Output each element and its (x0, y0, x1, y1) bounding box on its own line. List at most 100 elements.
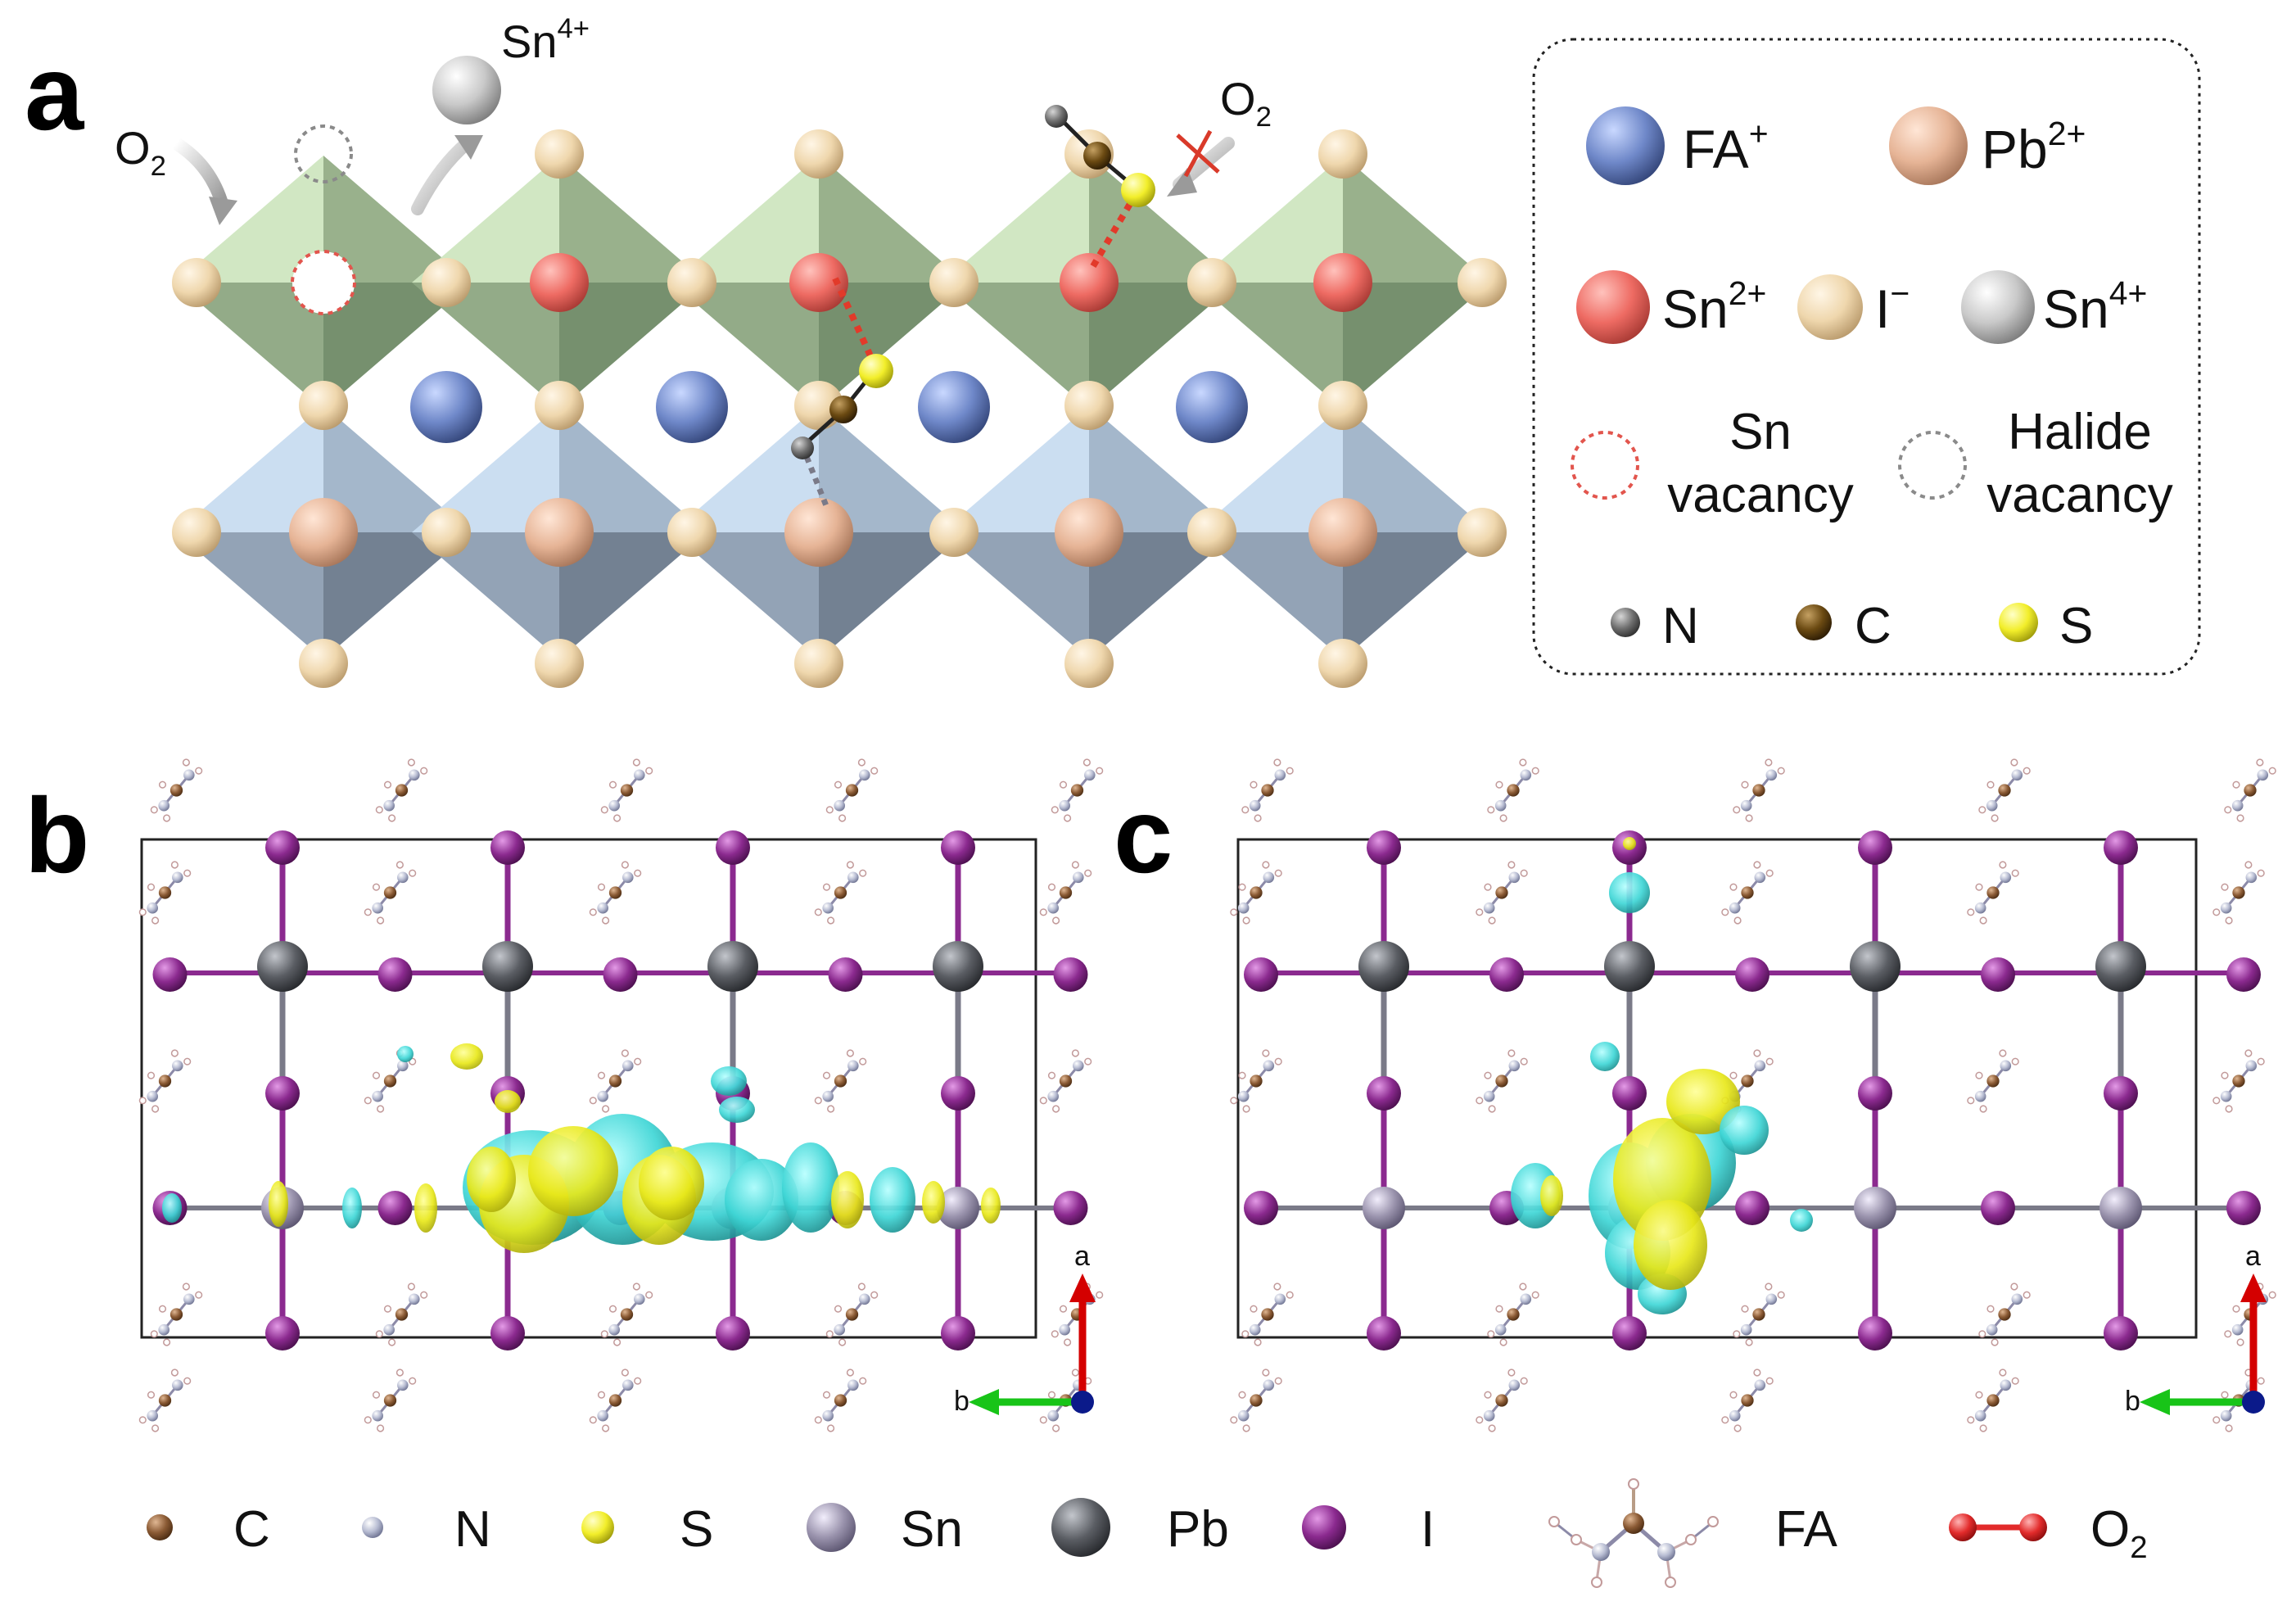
legend-iodide: I (1875, 278, 1890, 339)
sn2-ion-atom (789, 253, 848, 312)
hydrogen-atom (1999, 1049, 2007, 1057)
hydrogen-atom (1520, 1377, 1528, 1385)
hydrogen-atom (613, 814, 621, 822)
hydrogen-atom (2221, 1391, 2229, 1399)
fa-nitrogen-atom (2245, 1060, 2258, 1072)
isosurface-lobe-negative (725, 1159, 798, 1241)
isosurface-lobe-positive (495, 1090, 521, 1113)
fa-carbon-atom (834, 886, 847, 899)
octahedra-layer (176, 156, 1490, 659)
hydrogen-atom (1733, 916, 1742, 925)
iodine-atom (828, 957, 863, 992)
hydrogen-atom (1476, 1097, 1484, 1105)
fa-nitrogen-atom (1494, 1323, 1507, 1336)
sn-octahedron-face (559, 283, 707, 409)
fa-nitrogen-atom (847, 871, 859, 884)
hydrogen-atom (1262, 1049, 1270, 1057)
fa-carbon-atom (1261, 1308, 1274, 1321)
sn-atom (1363, 1187, 1405, 1229)
fa-carbon-atom (1495, 1394, 1508, 1407)
hydrogen-atom (1733, 1330, 1741, 1338)
hydrogen-atom (1765, 1377, 1774, 1385)
isosurface-lobe-positive (1666, 1069, 1740, 1134)
hydrogen-atom (621, 1049, 629, 1057)
pb-ion-atom (525, 498, 594, 567)
hydrogen-atom (1729, 883, 1738, 891)
hydrogen-atom (859, 1377, 867, 1385)
isosurface-lobe-negative (782, 1142, 839, 1233)
fa-cation-atom (410, 371, 482, 443)
iodine-atom (152, 957, 188, 992)
hydrogen-atom (1967, 1416, 1975, 1424)
hydrogen-atom (814, 1097, 822, 1105)
hydrogen-atom (1230, 1097, 1238, 1105)
panel-label-a: a (25, 33, 85, 152)
fa-carbon-atom (2244, 784, 2257, 797)
iodine-atom (1981, 1191, 2015, 1225)
panel-b: b a b (25, 758, 1104, 1432)
hydrogen-atom (1273, 758, 1281, 767)
fa-nitrogen-atom (183, 769, 195, 781)
scn-molecule-middle (791, 277, 893, 509)
bottom-legend-s: S (680, 1501, 713, 1558)
fa-carbon-atom (620, 1308, 634, 1321)
hydrogen-atom (383, 780, 392, 789)
legend-halide-vacancy-1: Halide (2008, 404, 2152, 460)
hydrogen-atom (1745, 1338, 1753, 1346)
axis-triad-b: a b (954, 1241, 1096, 1417)
hydrogen-atom (2257, 1377, 2265, 1385)
hydrogen-atom (645, 767, 653, 775)
hydrogen-atom (377, 1424, 385, 1432)
isosurface-lobe-negative (1609, 872, 1650, 913)
hydrogen-atom (608, 780, 617, 789)
sn-atom (937, 1187, 979, 1229)
fa-nitrogen-atom (834, 799, 845, 812)
pb-octahedron-face (1089, 405, 1236, 532)
fa-nitrogen-atom (1483, 1409, 1495, 1422)
hydrogen-atom (1059, 1305, 1068, 1313)
fa-nitrogen-atom (1520, 1293, 1532, 1305)
sn-octahedron-face (323, 283, 471, 409)
hydrogen-atom (1991, 1338, 1999, 1346)
isosurface-lobe-positive (1623, 837, 1636, 850)
hydrogen-atom (2225, 1105, 2233, 1113)
hydrogen-atom (182, 758, 190, 767)
hydrogen-atom (825, 806, 834, 814)
fa-carbon-atom (1986, 1074, 2000, 1088)
sn4-top-label: Sn4+ (501, 13, 590, 67)
hydrogen-atom (1262, 861, 1270, 869)
fa-nitrogen-atom (1237, 1409, 1250, 1422)
hydrogen-atom (183, 1057, 192, 1065)
fa-carbon-atom (1059, 1074, 1073, 1088)
fa-nitrogen-atom (1274, 1293, 1286, 1305)
hydrogen-atom (1250, 780, 1258, 789)
hydrogen-atom (834, 1305, 843, 1313)
hydrogen-atom (2011, 1377, 2019, 1385)
hydrogen-atom (1487, 806, 1495, 814)
iodine-atom (1858, 1076, 1892, 1111)
fa-nitrogen-atom (1974, 902, 1986, 914)
pb-atom (1358, 941, 1409, 992)
hydrogen-atom (1488, 916, 1496, 925)
hydrogen-atom (1484, 1391, 1492, 1399)
hydrogen-atom (1519, 758, 1527, 767)
axis-triad-c: a b (2125, 1241, 2267, 1417)
fa-carbon-atom (158, 886, 172, 899)
sn-octahedron-face (1089, 283, 1236, 409)
fa-nitrogen-atom (158, 799, 169, 812)
hydrogen-atom (597, 1071, 606, 1079)
fa-nitrogen-atom (1483, 1090, 1495, 1102)
pb-octahedron-face (176, 532, 323, 659)
fa-nitrogen-atom (622, 871, 634, 884)
hydrogen-atom (170, 1049, 179, 1057)
hydrogen-atom (182, 1283, 190, 1291)
hydrogen-atom (846, 1369, 854, 1377)
iodine-atom (1244, 957, 1278, 992)
hydrogen-atom (2256, 758, 2264, 767)
hydrogen-atom (364, 1097, 372, 1105)
iodide-atom (794, 129, 843, 179)
fa-nitrogen-atom (383, 1323, 395, 1336)
hydrogen-atom (1286, 767, 1294, 775)
fa-carbon-atom (395, 784, 409, 797)
isosurface-lobe-negative (342, 1188, 362, 1228)
